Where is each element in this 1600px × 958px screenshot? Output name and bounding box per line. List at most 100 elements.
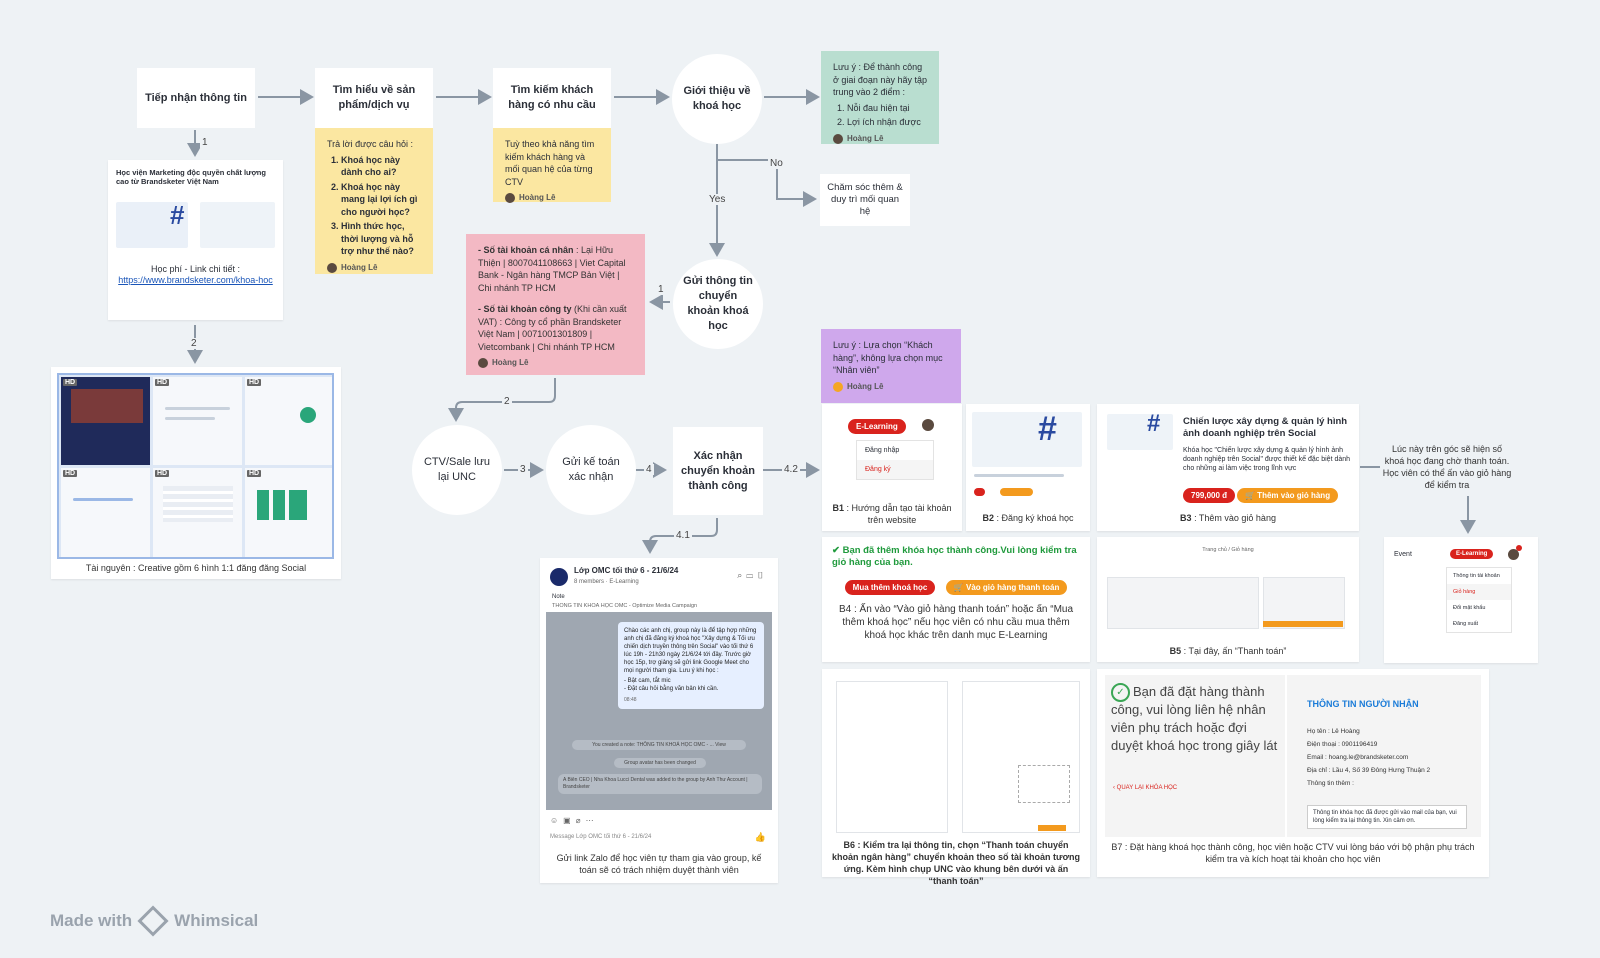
b7-fields: Họ tên : Lê Hoàng Điện thoại : 090119641… [1307,725,1430,790]
cart-menu: Thông tin tài khoản Giỏ hàng Đổi mật khẩ… [1446,567,1512,633]
chat-area: Chào các anh chị, group này là để tập hợ… [546,612,772,810]
course-doc-card[interactable]: Học viện Marketing độc quyền chất lượng … [108,160,283,320]
resource-tile[interactable]: HD [153,377,242,465]
b1-caption: B1 : Hướng dẫn tạo tài khoản trên websit… [828,502,956,526]
edge-label-4: 4 [644,464,654,475]
note-text: Lưu ý : Lựa chọn “Khách hàng”, không lựa… [833,340,943,375]
step-b6-card[interactable]: B6 : Kiểm tra lại thông tin, chọn “Thanh… [822,669,1090,886]
dropdown-item-register[interactable]: Đăng ký [857,460,933,479]
note-questions[interactable]: Trả lời được câu hỏi : Khoá học này dành… [315,128,433,274]
node-tim-kiem[interactable]: Tìm kiếm khách hàng có nhu cầu [493,68,611,128]
node-tim-hieu[interactable]: Tìm hiểu về sản phẩm/dịch vụ [315,68,433,128]
doc-link[interactable]: https://www.brandsketer.com/khoa-hoc [118,275,273,285]
resource-tile[interactable]: HD [245,468,332,557]
text: (Khi cần xuất VAT) : Công ty cổ phần Bra… [478,304,627,352]
menu-item-password[interactable]: Đổi mật khẩu [1453,605,1486,611]
dropdown-item-login[interactable]: Đăng nhập [865,447,900,454]
avatar [478,358,488,369]
node-ctv-luu[interactable]: CTV/Sale lưu lại UNC [412,425,502,515]
edge-label-3: 3 [518,464,528,475]
step-b3-card[interactable]: # Chiến lược xây dựng & quản lý hình ảnh… [1097,404,1359,531]
b6-upload-area[interactable] [1018,765,1070,803]
menu-item-logout[interactable]: Đăng xuất [1453,621,1479,627]
menu-item-account[interactable]: Thông tin tài khoản [1453,573,1500,579]
group-name: Lớp OMC tối thứ 6 - 21/6/24 [574,566,679,575]
zalo-group-card[interactable]: Lớp OMC tối thứ 6 - 21/6/24 8 members · … [540,558,778,883]
b2-register-button[interactable] [1000,488,1034,496]
b5-breadcrumb: Trang chủ / Giỏ hàng [1202,547,1254,553]
search-icon[interactable]: ⌕ [737,570,747,580]
edge-label-1: 1 [200,137,210,148]
buy-more-button[interactable]: Mua thêm khoá học [844,580,936,595]
panel-icon[interactable]: ▯ [757,570,768,580]
node-gui-thong-tin[interactable]: Gửi thông tin chuyển khoản khoá học [673,259,763,349]
resource-tile[interactable]: HD [153,468,242,557]
b4-buttons: Mua thêm khoá học 🛒 Vào giỏ hàng thanh t… [832,577,1080,595]
b2-price-badge [974,488,986,496]
b4-success: ✔ Bạn đã thêm khóa học thành công.Vui lò… [832,545,1077,568]
resource-tile[interactable]: HD [61,468,150,557]
resource-tile[interactable]: HD [61,377,150,465]
author-name: Hoàng Lê [341,262,378,272]
b3-add-to-cart-button[interactable]: 🛒 Thêm vào giỏ hàng [1237,488,1339,503]
node-gui-ke-toan[interactable]: Gửi kế toán xác nhận [546,425,636,515]
system-note: You created a note: THÔNG TIN KHOÁ HỌC O… [572,740,746,750]
note-bank-accounts[interactable]: - Số tài khoản cá nhân : Lại Hữu Thiện |… [466,234,645,375]
step-b1-card[interactable]: E-Learning Đăng nhập Đăng ký B1 : Hướng … [822,404,962,531]
group-members: 8 members [574,579,605,585]
caption-text: : Tại đây, ấn “Thanh toán” [1181,646,1287,656]
note-customer-choice[interactable]: Lưu ý : Lựa chọn “Khách hàng”, không lựa… [821,329,961,403]
cart-elearning-button[interactable]: E-Learning [1450,549,1494,559]
cart-dropdown-card[interactable]: Event E-Learning Thông tin tài khoản Giỏ… [1384,537,1538,663]
more-icon[interactable]: ⋯ [585,816,599,825]
message-input[interactable]: Message Lớp OMC tối thứ 6 - 21/6/24 [550,834,652,840]
b3-desc: Khóa học "Chiến lược xây dựng & quản lý … [1183,447,1351,472]
step-b4-card[interactable]: ✔ Bạn đã thêm khóa học thành công.Vui lò… [822,537,1090,662]
tile-photo [71,389,143,423]
b1-dropdown: Đăng nhập Đăng ký [856,440,934,480]
step-b7-card[interactable]: ✓ Bạn đã đặt hàng thành công, vui lòng l… [1097,669,1489,877]
node-tiep-nhan[interactable]: Tiếp nhận thông tin [137,68,255,128]
node-gioi-thieu[interactable]: Giới thiệu về khoá học [672,54,762,144]
resource-tile[interactable]: HD [245,377,332,465]
b6-pay-button[interactable] [1038,825,1066,831]
video-icon[interactable]: ▭ [746,570,758,580]
note-search-tip[interactable]: Tuỳ theo khả năng tìm kiếm khách hàng và… [493,128,611,204]
edge-label-2b: 2 [502,396,512,407]
b7-left-panel [1105,675,1285,837]
step-b5-card[interactable]: Trang chủ / Giỏ hàng B5 : Tại đây, ấn “T… [1097,537,1359,662]
b7-success: Bạn đã đặt hàng thành công, vui lòng liê… [1111,684,1278,753]
tile-bars [257,490,307,520]
b5-caption: B5 : Tại đây, ấn “Thanh toán” [1101,645,1355,657]
attach-icon[interactable]: ⌀ [575,816,586,825]
doc-link-wrap: https://www.brandsketer.com/khoa-hoc [116,274,275,286]
elearning-button[interactable]: E-Learning [848,419,906,434]
hd-badge: HD [63,470,78,477]
message-bullet: - Đặt câu hỏi bằng văn bản khi cần. [624,686,719,692]
note-focus-points[interactable]: Lưu ý : Để thành công ở giai đoạn này hã… [821,51,939,144]
footer-brand[interactable]: Made with Whimsical [50,905,258,937]
go-to-cart-button[interactable]: 🛒 Vào giỏ hàng thanh toán [945,580,1068,595]
doc-title: Học viện Marketing độc quyền chất lượng … [116,168,266,186]
user-icon [922,418,935,431]
node-cham-soc[interactable]: Chăm sóc thêm & duy trì mối quan hệ [820,174,910,226]
b5-checkout-button[interactable] [1263,621,1343,627]
step-b2-card[interactable]: # B2 : Đăng ký khoá học [966,404,1090,531]
b7-textarea[interactable]: Thông tin khóa học đã được gửi vào mail … [1307,805,1467,829]
cart-user-icon [1508,549,1519,560]
hd-badge: HD [155,379,170,386]
note-text: Tuỳ theo khả năng tìm kiếm khách hàng và… [505,139,595,187]
caption-step: B1 [832,503,844,513]
author-name: Hoàng Lê [519,193,556,202]
b7-back-link[interactable]: ‹ QUAY LẠI KHÓA HỌC [1113,785,1178,791]
sticker-icon[interactable]: ☺ [550,816,564,825]
resources-card[interactable]: HD HD HD HD HD HD Tài nguyên : Creative … [51,367,341,579]
like-icon[interactable]: 👍 [754,832,766,842]
menu-item-cart[interactable]: Giỏ hàng [1447,584,1511,600]
note-cart-hint: Lúc này trên góc sẽ hiện số khoá học đan… [1382,444,1512,490]
message-time: 08:48 [624,697,637,703]
field-email: Email : hoang.le@brandsketer.com [1307,754,1409,761]
tile-dot [300,407,316,423]
image-icon[interactable]: ▣ [563,816,576,825]
node-xac-nhan[interactable]: Xác nhận chuyển khoản thành công [673,427,763,515]
